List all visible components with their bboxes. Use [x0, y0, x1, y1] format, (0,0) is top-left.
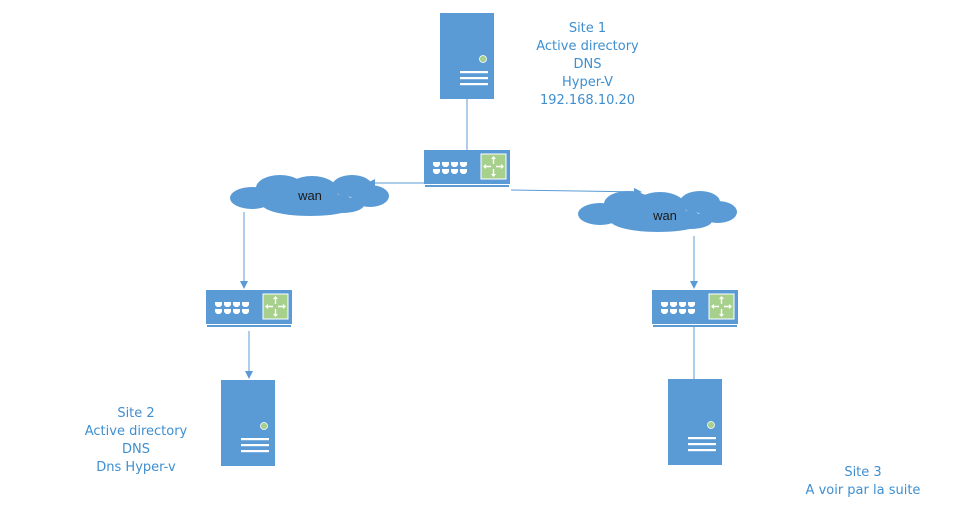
switch-router-icon	[423, 149, 511, 188]
site1-line: Active directory	[536, 39, 639, 54]
site1-line: Hyper-V	[561, 75, 614, 90]
connections	[240, 98, 698, 423]
site3-name: Site 3	[844, 465, 882, 480]
server-icon	[220, 379, 276, 467]
site3-line: A voir par la suite	[805, 483, 921, 498]
site1-label: Site 1 Active directory DNS Hyper-V 192.…	[520, 20, 655, 110]
site2-name: Site 2	[117, 406, 155, 421]
switch-router-icon	[205, 289, 293, 328]
cloud-icon: wan	[230, 175, 389, 216]
site2-line: Dns Hyper-v	[96, 460, 176, 475]
site1-name: Site 1	[568, 21, 607, 36]
cloud-right-label: wan	[652, 208, 677, 223]
site1-line: 192.168.10.20	[539, 93, 636, 108]
site2-line: Active directory	[84, 424, 188, 439]
link-router1-cloud-right	[510, 187, 642, 196]
site1-line: DNS	[573, 57, 602, 72]
switch-router-icon	[651, 289, 739, 328]
cloud-icon: wan	[578, 191, 737, 232]
site2-label: Site 2 Active directory DNS Dns Hyper-v	[68, 405, 204, 477]
server-icon	[439, 12, 495, 100]
site2-line: DNS	[122, 442, 150, 457]
server-icon	[667, 378, 723, 466]
site3-label: Site 3 A voir par la suite	[795, 464, 931, 500]
cloud-left-label: wan	[297, 188, 322, 203]
